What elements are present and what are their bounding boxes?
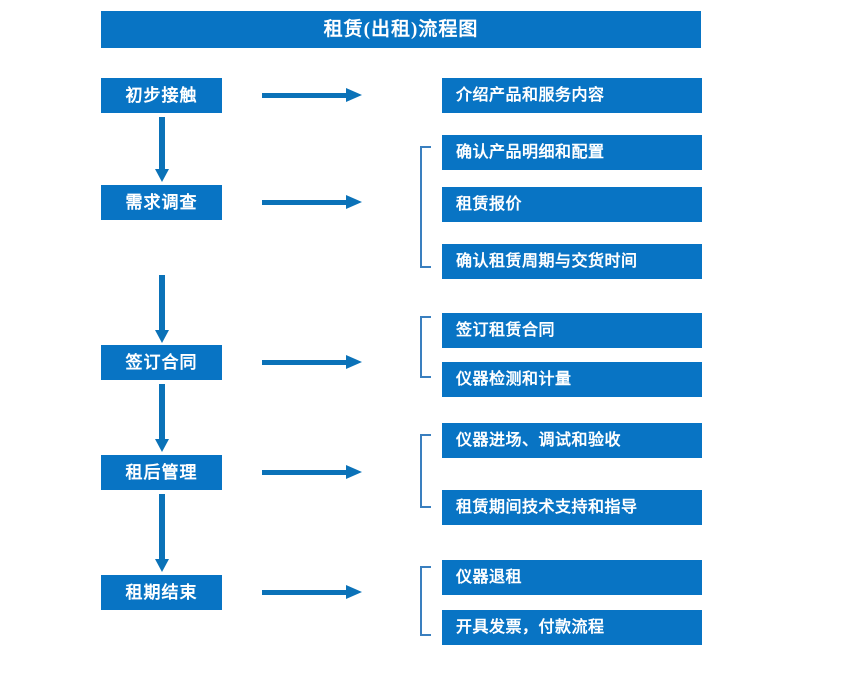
group-bracket-rental-end — [420, 566, 431, 636]
group-bracket-sign-contract — [420, 316, 431, 378]
stage-box-initial-contact[interactable]: 初步接触 — [101, 78, 222, 113]
arrow-head — [155, 439, 169, 452]
group-bracket-post-rental — [420, 434, 431, 508]
arrow-head — [346, 355, 362, 369]
arrow-head — [155, 330, 169, 343]
group-bracket-needs-survey — [420, 146, 431, 268]
detail-box-instrument-return[interactable]: 仪器退租 — [442, 560, 702, 595]
horizontal-arrow-3 — [262, 355, 362, 369]
stage-box-sign-contract[interactable]: 签订合同 — [101, 345, 222, 380]
arrow-head — [346, 585, 362, 599]
detail-box-instrument-inspection[interactable]: 仪器检测和计量 — [442, 362, 702, 397]
arrow-head — [155, 559, 169, 572]
arrow-head — [346, 195, 362, 209]
arrow-shaft — [262, 93, 348, 98]
arrow-shaft — [159, 494, 165, 559]
stage-box-post-rental-management[interactable]: 租后管理 — [101, 455, 222, 490]
arrow-head — [155, 169, 169, 182]
detail-box-sign-rental-contract[interactable]: 签订租赁合同 — [442, 313, 702, 348]
detail-box-instrument-entry-commission[interactable]: 仪器进场、调试和验收 — [442, 423, 702, 458]
horizontal-arrow-1 — [262, 88, 362, 102]
detail-box-confirm-product-spec[interactable]: 确认产品明细和配置 — [442, 135, 702, 170]
detail-box-confirm-period-delivery[interactable]: 确认租赁周期与交货时间 — [442, 244, 702, 279]
arrow-shaft — [262, 360, 348, 365]
arrow-shaft — [262, 200, 348, 205]
horizontal-arrow-2 — [262, 195, 362, 209]
detail-box-invoice-payment[interactable]: 开具发票，付款流程 — [442, 610, 702, 645]
arrow-shaft — [159, 275, 165, 330]
arrow-shaft — [262, 590, 348, 595]
stage-box-needs-survey[interactable]: 需求调查 — [101, 185, 222, 220]
horizontal-arrow-5 — [262, 585, 362, 599]
page-title: 租赁(出租)流程图 — [101, 11, 701, 48]
vertical-arrow-4 — [155, 494, 169, 572]
arrow-shaft — [159, 384, 165, 439]
detail-box-technical-support[interactable]: 租赁期间技术支持和指导 — [442, 490, 702, 525]
detail-box-introduce-products[interactable]: 介绍产品和服务内容 — [442, 78, 702, 113]
vertical-arrow-2 — [155, 275, 169, 343]
arrow-head — [346, 88, 362, 102]
vertical-arrow-1 — [155, 117, 169, 182]
vertical-arrow-3 — [155, 384, 169, 452]
arrow-shaft — [159, 117, 165, 169]
detail-box-rental-quote[interactable]: 租赁报价 — [442, 187, 702, 222]
horizontal-arrow-4 — [262, 465, 362, 479]
arrow-shaft — [262, 470, 348, 475]
arrow-head — [346, 465, 362, 479]
stage-box-rental-end[interactable]: 租期结束 — [101, 575, 222, 610]
